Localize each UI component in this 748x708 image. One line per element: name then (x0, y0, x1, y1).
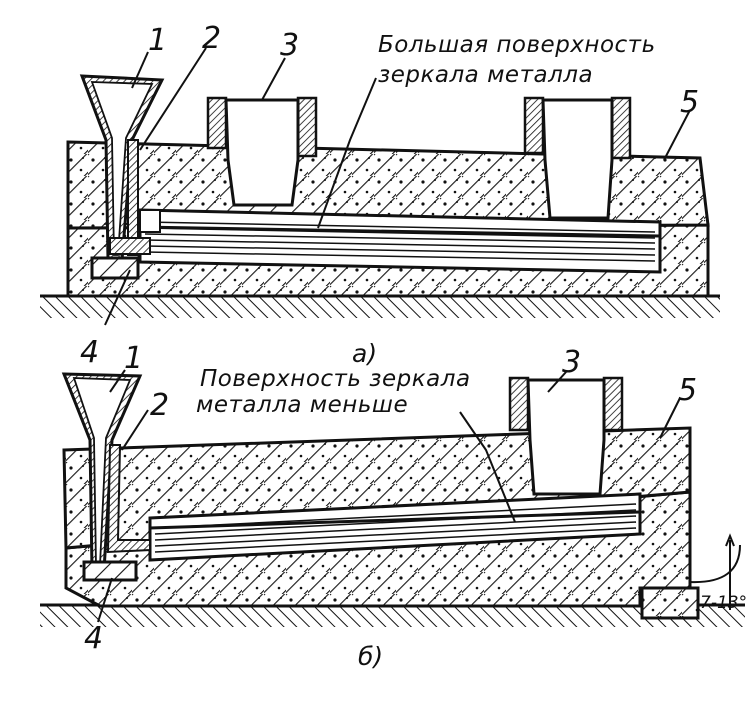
metal-surface-a (139, 225, 661, 238)
metal-surface-b (149, 510, 641, 530)
label-1-b: 1 (124, 341, 143, 376)
figure-b: 1 2 3 5 4 Поверхность зеркала металла ме… (40, 341, 747, 671)
label-3-b: 3 (562, 345, 581, 380)
note-a-line1: Большая поверхность (378, 32, 656, 58)
ground-a (40, 296, 720, 318)
sprue-lining-b (106, 444, 151, 554)
note-a-line2: зеркала металла (378, 62, 593, 88)
tilt-support-b (640, 586, 700, 620)
label-2-b: 2 (150, 388, 169, 423)
note-b-line2: металла меньше (196, 392, 408, 418)
sprue-base-a (90, 256, 140, 280)
label-5-a: 5 (680, 85, 699, 120)
leaders-b (97, 369, 741, 623)
label-5-b: 5 (678, 373, 697, 408)
riser-b (508, 376, 624, 496)
label-2-a: 2 (202, 21, 221, 56)
label-3-a: 3 (280, 28, 299, 63)
leaders-a (104, 47, 691, 326)
note-b-line1: Поверхность зеркала (200, 366, 471, 392)
ground-b (40, 605, 745, 627)
caption-a: а) (352, 339, 377, 368)
label-4-b: 4 (84, 621, 103, 656)
riser-right-a (523, 96, 632, 220)
label-1-a: 1 (148, 23, 167, 58)
riser-left-a (206, 96, 318, 207)
sprue-base-b (82, 560, 138, 582)
caption-b: б) (358, 642, 383, 671)
slope-label-b: 7-13° (700, 593, 747, 613)
figure-a: 1 2 3 5 4 Большая поверхность зеркала ме… (40, 21, 720, 370)
label-4-a: 4 (80, 335, 99, 370)
